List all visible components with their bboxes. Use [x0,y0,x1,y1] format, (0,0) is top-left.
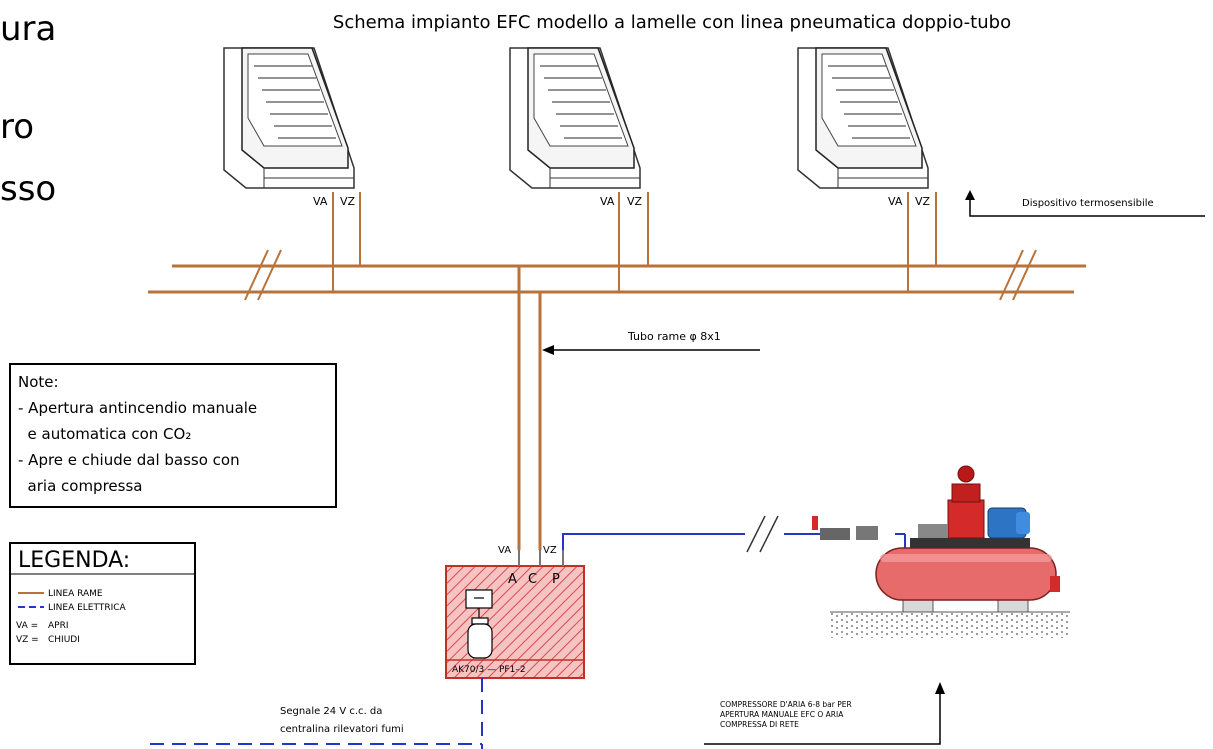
co2-cylinder [467,617,493,659]
left-fragment-1: ura [0,9,56,49]
legend-va-value: APRI [48,621,69,631]
diagram-title: Schema impianto EFC modello a lamelle co… [333,12,1011,33]
vent1-vz-label: VZ [340,195,356,208]
thermo-pointer [965,190,1205,217]
left-fragment-2: ro [0,107,34,147]
legend-vz: VZ = [16,635,39,645]
air-supply-line [562,515,906,553]
vent-unit-3 [797,47,929,189]
compressor-label-2: APERTURA MANUALE EFC O ARIA [720,710,844,719]
control-box-model: AK70/3 — PF1–2 [452,665,526,675]
air-compressor [812,465,1070,638]
signal-line [150,678,483,749]
vent3-va-label: VA [888,195,903,208]
main-pipes [148,249,1086,301]
vent-droppers [332,192,937,292]
legend-electric: LINEA ELETTRICA [48,603,127,613]
tube-pointer [542,345,760,355]
compressor-pointer [704,682,945,745]
port-vz-label: VZ [543,545,557,556]
notes-title: Note: [18,373,59,391]
thermo-label: Dispositivo termosensibile [1022,198,1154,209]
vent-unit-1 [223,47,355,189]
notes-line-2: e automatica con CO₂ [18,425,191,443]
notes-line-3: - Apre e chiude dal basso con [18,451,240,469]
port-a: A [508,572,517,587]
vent2-vz-label: VZ [627,195,643,208]
control-box [445,550,585,679]
port-c: C [528,572,537,587]
legend-va: VA = [16,621,38,631]
compressor-label-3: COMPRESSA DI RETE [720,720,799,729]
legend-copper: LINEA RAME [48,589,103,599]
vent1-va-label: VA [313,195,328,208]
signal-label-1: Segnale 24 V c.c. da [280,706,382,717]
vent2-va-label: VA [600,195,615,208]
signal-label-2: centralina rilevatori fumi [280,724,404,735]
vent-unit-2 [509,47,641,189]
left-fragment-3: sso [0,169,56,209]
main-riser [517,266,542,550]
legend-vz-value: CHIUDI [48,635,80,645]
port-va-label: VA [498,545,511,556]
notes-line-4: aria compressa [18,477,142,495]
notes-line-1: - Apertura antincendio manuale [18,399,257,417]
vent3-vz-label: VZ [915,195,931,208]
legend-title: LEGENDA: [18,548,130,573]
tube-label: Tubo rame φ 8x1 [627,330,721,343]
port-p: P [552,572,560,587]
compressor-label-1: COMPRESSORE D'ARIA 6-8 bar PER [720,700,852,709]
legend-box [9,542,196,665]
notes-box [9,363,337,508]
